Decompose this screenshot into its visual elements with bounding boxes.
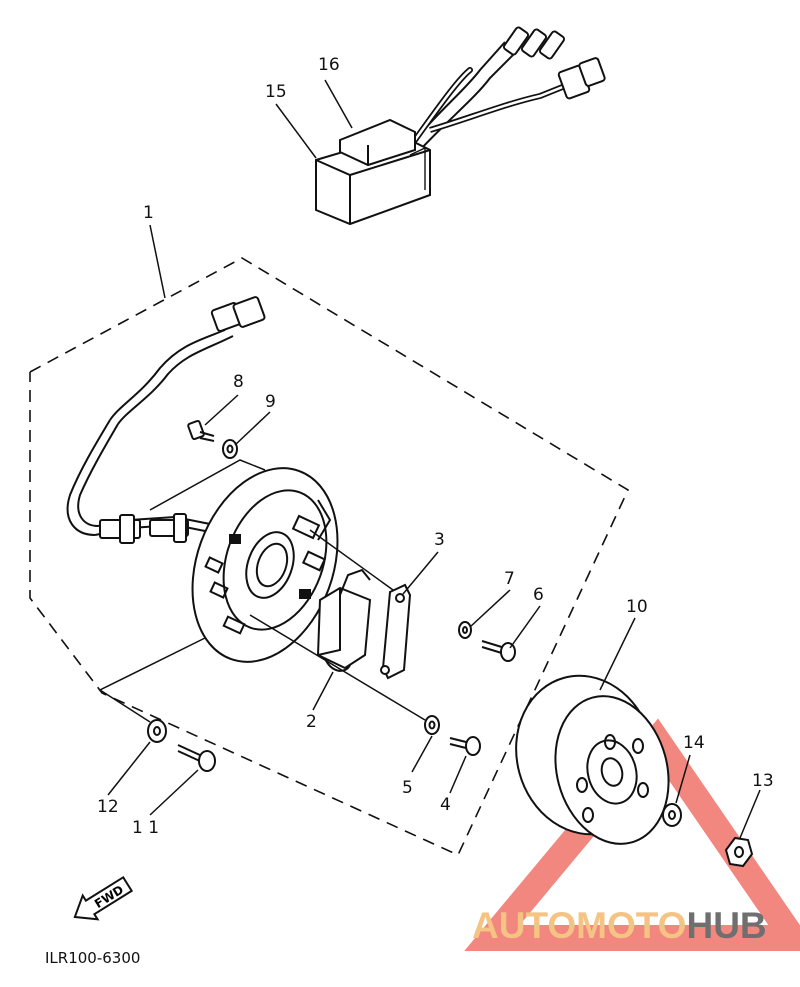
part-12-washer <box>147 719 167 743</box>
callout-6: 6 <box>533 585 544 605</box>
watermark-part2: HUB <box>686 905 766 946</box>
part-6-screw <box>481 640 516 662</box>
callout-1: 1 <box>143 203 154 223</box>
watermark-text: AUTOMOTOHUB <box>472 905 767 946</box>
callout-2: 2 <box>306 712 317 732</box>
pickup-coil <box>316 568 372 672</box>
callout-8: 8 <box>233 372 244 392</box>
callout-11: 1 1 <box>132 818 159 838</box>
callout-13: 13 <box>752 771 774 791</box>
part-4-screw <box>449 736 481 756</box>
callout-16: 16 <box>318 55 340 75</box>
callout-9: 9 <box>265 392 276 412</box>
part-14-washer <box>662 803 682 827</box>
callout-7: 7 <box>504 569 515 589</box>
callout-leaders <box>107 79 761 839</box>
part-9-washer <box>222 439 238 459</box>
stator-leader-lines <box>98 459 426 723</box>
stator-harness <box>66 296 266 544</box>
stator-base-plate <box>191 467 339 663</box>
lighting-coil <box>380 583 412 680</box>
assembly-boundary <box>29 257 630 857</box>
cdi-unit <box>315 26 606 226</box>
flywheel-rotor <box>515 674 670 845</box>
callout-3: 3 <box>434 530 445 550</box>
part-8-screw <box>187 419 215 442</box>
watermark-part1: AUTOMOTO <box>472 905 686 946</box>
part-13-nut <box>724 836 754 868</box>
forward-arrow: FWD <box>73 875 134 921</box>
callout-4: 4 <box>440 795 451 815</box>
callout-5: 5 <box>402 778 413 798</box>
part-7-washer <box>458 621 472 639</box>
reference-code: ILR100-6300 <box>45 949 140 967</box>
watermark-triangle <box>464 718 800 951</box>
callout-14: 14 <box>683 733 705 753</box>
part-5-washer <box>424 715 440 735</box>
part-11-screw <box>177 744 216 772</box>
callout-10: 10 <box>626 597 648 617</box>
callout-15: 15 <box>265 82 287 102</box>
callout-12: 12 <box>97 797 119 817</box>
